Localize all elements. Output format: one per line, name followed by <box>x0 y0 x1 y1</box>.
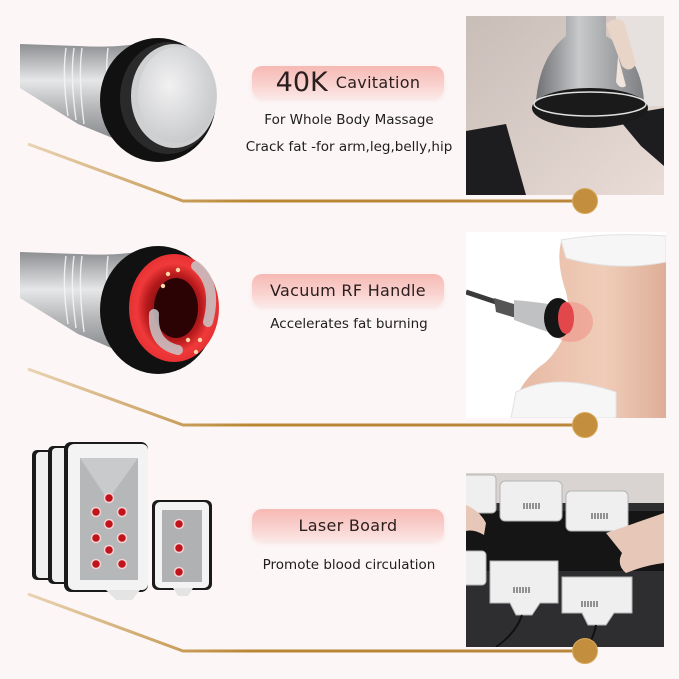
vacuum-rf-title-pill: Vacuum RF Handle <box>252 274 444 306</box>
cavitation-handle-image <box>20 38 217 162</box>
rf-handle-on-waist-photo <box>466 232 666 418</box>
cavitation-line-2: Crack fat -for arm,leg,belly,hip <box>245 139 453 155</box>
laser-board-line-1: Promote blood circulation <box>262 557 436 573</box>
cavitation-on-shoulder-photo <box>466 16 664 195</box>
laser-pads-image <box>32 442 212 600</box>
cavitation-title-pill: 40K Cavitation <box>252 66 444 98</box>
vacuum-rf-handle-image <box>20 246 219 374</box>
gold-dot-icon <box>572 638 598 664</box>
vacuum-rf-title: Vacuum RF Handle <box>270 280 426 300</box>
laser-board-title-pill: Laser Board <box>252 509 444 541</box>
gold-dot-icon <box>572 412 598 438</box>
vacuum-rf-line-1: Accelerates fat burning <box>270 316 428 332</box>
gold-dot-icon <box>572 188 598 214</box>
laser-belt-on-waist-photo <box>466 473 664 647</box>
cavitation-line-1: For Whole Body Massage <box>264 112 434 128</box>
cavitation-title: Cavitation <box>335 72 421 92</box>
laser-board-title: Laser Board <box>298 515 398 535</box>
frequency-label: 40K <box>275 66 328 98</box>
